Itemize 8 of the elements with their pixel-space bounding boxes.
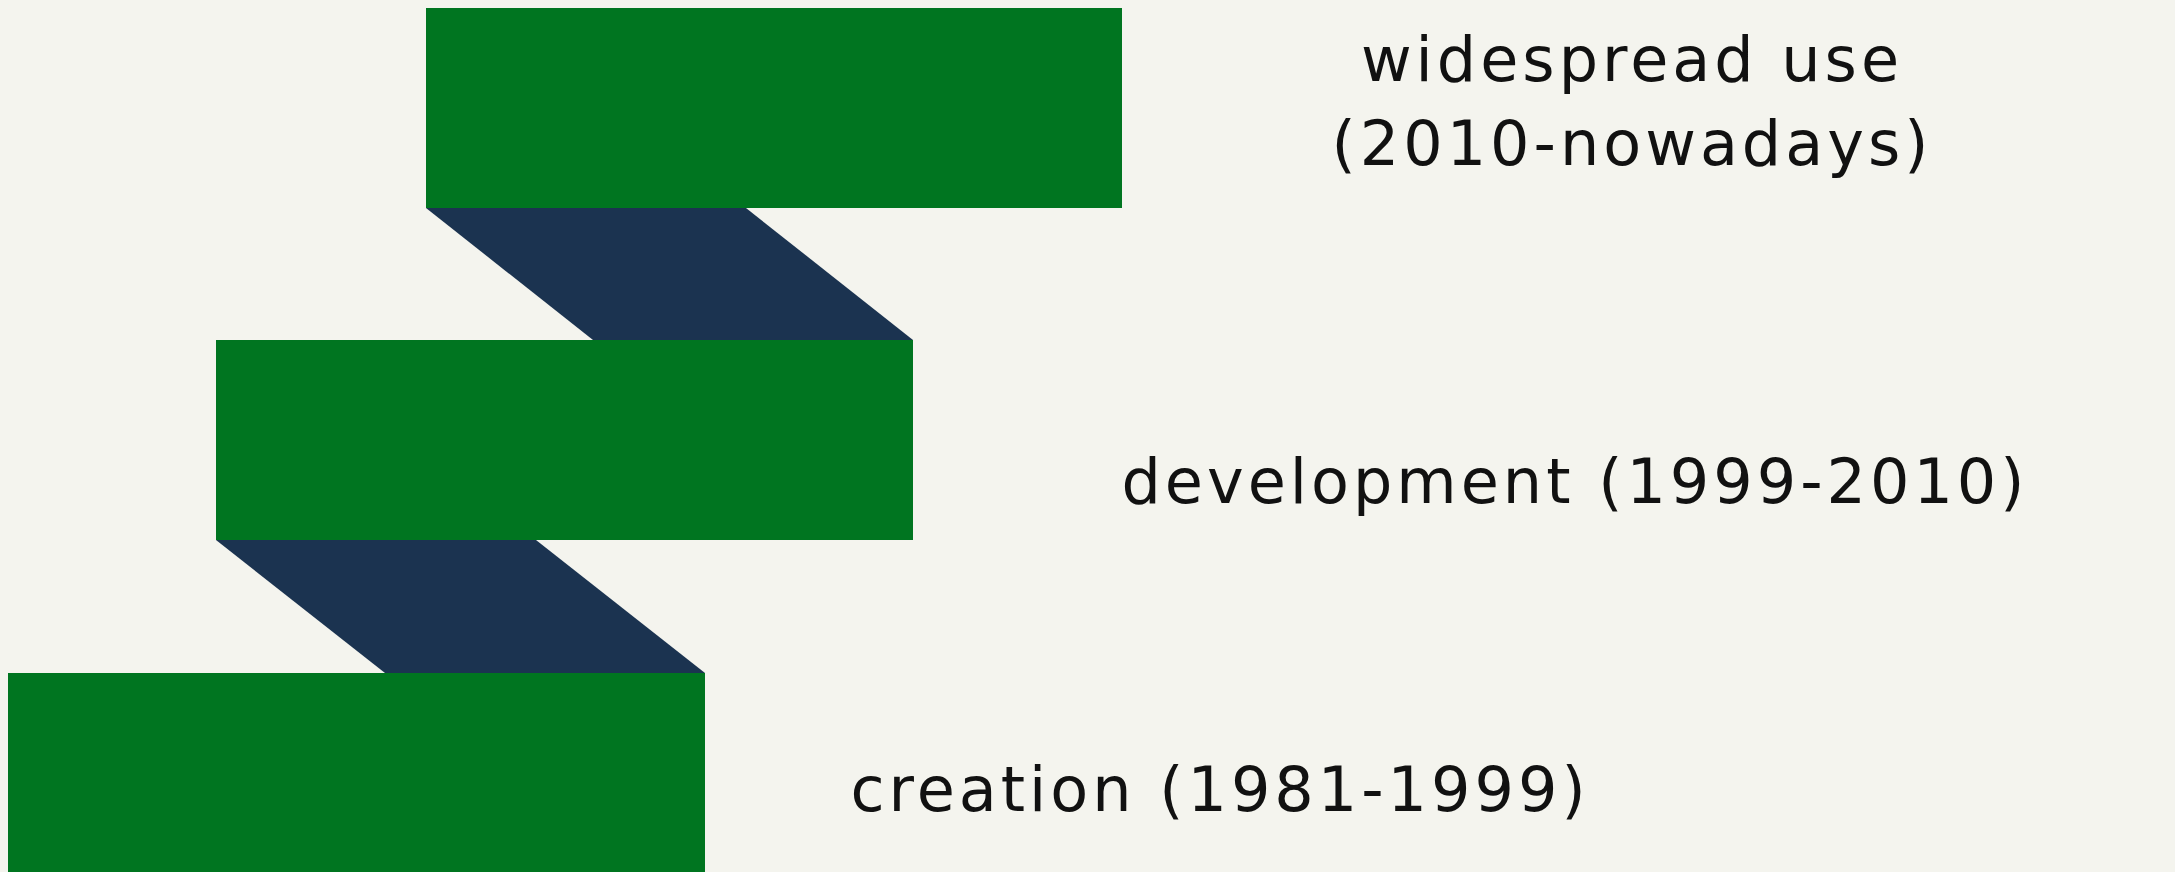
step-bar (8, 673, 705, 872)
step-bar (216, 340, 913, 540)
step-bar (426, 8, 1122, 208)
stage-label: creation (1981-1999) (849, 752, 1591, 828)
stage-label: development (1999-2010) (1120, 444, 2030, 520)
connector-band (426, 208, 913, 340)
stage-label: widespread use (2010-nowadays) (1330, 22, 1934, 182)
connector-band (216, 540, 705, 673)
